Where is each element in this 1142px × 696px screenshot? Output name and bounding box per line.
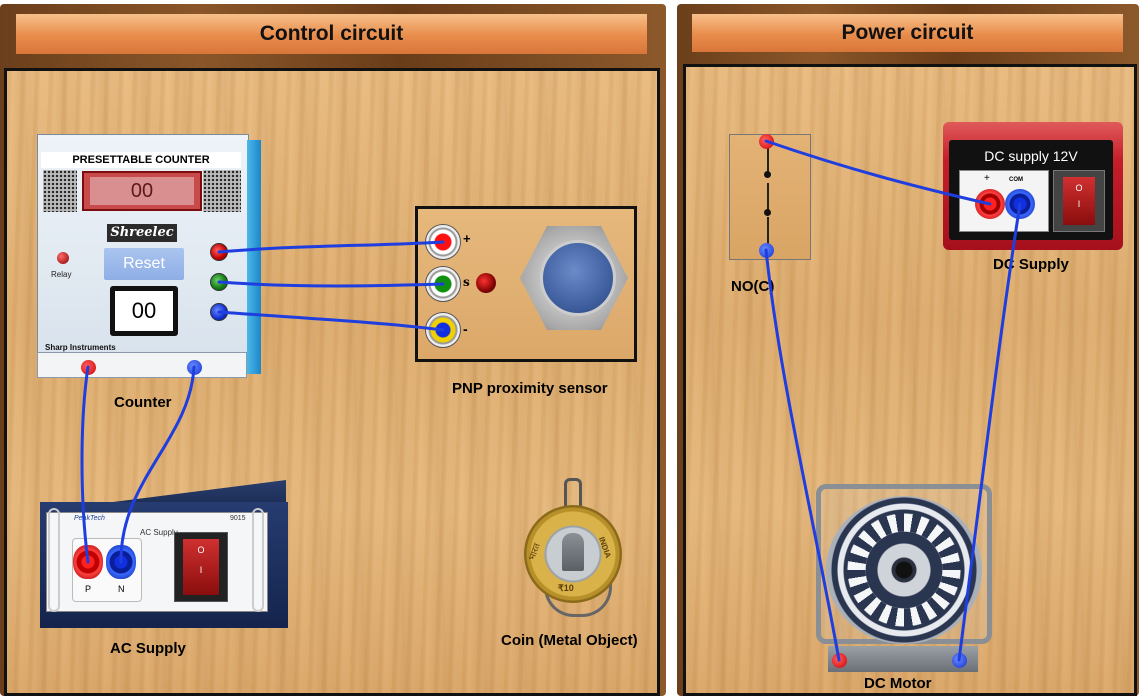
ac-switch-off-mark: O (197, 545, 205, 555)
no-switch[interactable] (729, 134, 811, 260)
dc-com-label: COM (1009, 177, 1023, 183)
sensor-plus-label: + (463, 231, 471, 246)
ac-p-label: P (85, 584, 92, 594)
relay-led (57, 252, 69, 264)
dc-switch-on-mark: I (1077, 199, 1081, 209)
dc-motor-caption: DC Motor (864, 675, 932, 692)
dc-switch-off-mark: O (1075, 183, 1083, 193)
ac-n-label: N (118, 584, 125, 594)
dc-supply-device[interactable]: DC supply 12V + COM O I (943, 122, 1123, 250)
ac-supply-handle-right (252, 508, 264, 612)
dc-power-switch[interactable]: O I (1053, 170, 1105, 232)
power-circuit-title: Power circuit (692, 14, 1123, 52)
stand-top (564, 478, 582, 521)
sensor-terminal-minus[interactable] (425, 312, 461, 348)
ac-terminal-p[interactable] (73, 545, 103, 579)
ac-supply-panel-label: AC Supply (140, 528, 178, 537)
counter-bottom (37, 352, 247, 378)
counter-maker: Sharp Instruments (45, 343, 116, 352)
proximity-sensor-head (516, 222, 634, 332)
counter-side (247, 140, 261, 374)
dc-supply-caption: DC Supply (993, 256, 1069, 273)
sensor-s-label: s (463, 275, 470, 289)
counter-terminal-red[interactable] (210, 243, 228, 261)
motor-terminal-blue[interactable] (952, 653, 967, 668)
dc-switch-rocker: O I (1063, 177, 1095, 225)
dc-terminal-plus[interactable] (975, 189, 1005, 219)
dc-plus-label: + (984, 173, 990, 184)
sensor-face (540, 240, 616, 316)
ac-switch-on-mark: I (199, 565, 203, 575)
pnp-sensor-caption: PNP proximity sensor (452, 380, 608, 397)
sensor-minus-label: - (463, 321, 468, 337)
switch-dot-1 (764, 171, 771, 178)
coin-left-text: भारत (526, 541, 542, 562)
relay-label: Relay (51, 270, 72, 279)
counter-supply-terminal-blue[interactable] (187, 360, 202, 375)
dc-supply-header: DC supply 12V (984, 148, 1078, 164)
switch-terminal-red[interactable] (759, 134, 774, 149)
ac-terminal-n[interactable] (106, 545, 136, 579)
coin-right-text: INDIA (596, 535, 613, 560)
switch-dot-2 (764, 209, 771, 216)
reset-button[interactable]: Reset (104, 248, 184, 280)
dc-terminal-com[interactable] (1005, 189, 1035, 219)
switch-contact-bottom (767, 217, 769, 247)
ac-supply-model: 9015 (230, 515, 246, 522)
ac-supply-caption: AC Supply (110, 640, 186, 657)
counter-display-value: 00 (90, 177, 194, 205)
control-circuit-title: Control circuit (16, 14, 647, 54)
motor-rotor (876, 542, 932, 598)
motor-terminal-red[interactable] (832, 653, 847, 668)
counter-brand: Shreelec (107, 224, 177, 242)
sensor-terminal-s[interactable] (425, 266, 461, 302)
coin-stand (538, 478, 612, 620)
switch-contact-mid (767, 183, 769, 211)
counter-supply-terminal-red[interactable] (81, 360, 96, 375)
coin-emblem (562, 533, 584, 571)
coin-caption: Coin (Metal Object) (501, 632, 638, 649)
sensor-terminal-plus[interactable] (425, 224, 461, 260)
counter-display: 00 (82, 171, 202, 211)
counter-device[interactable]: PRESETTABLE COUNTER 00 Shreelec Relay Re… (37, 134, 261, 379)
coin[interactable]: भारत INDIA ₹10 (524, 505, 622, 603)
ac-switch-rocker: O I (183, 539, 219, 595)
no-switch-caption: NO(C) (731, 278, 775, 295)
counter-terminal-green[interactable] (210, 273, 228, 291)
counter-vent-left (43, 170, 77, 212)
dc-motor[interactable] (816, 484, 992, 674)
ac-supply-handle-left (48, 508, 60, 612)
sensor-led (476, 273, 496, 293)
preset-display[interactable]: 00 (110, 286, 178, 336)
counter-vent-right (203, 170, 241, 212)
counter-header: PRESETTABLE COUNTER (41, 152, 241, 168)
counter-terminal-blue[interactable] (210, 303, 228, 321)
ac-power-switch[interactable]: O I (174, 532, 228, 602)
coin-value: ₹10 (558, 583, 574, 593)
stand-legs (544, 574, 612, 617)
ac-supply-brand: PeakTech (74, 515, 105, 522)
switch-terminal-blue[interactable] (759, 243, 774, 258)
counter-caption: Counter (114, 394, 172, 411)
preset-value: 00 (115, 291, 173, 331)
